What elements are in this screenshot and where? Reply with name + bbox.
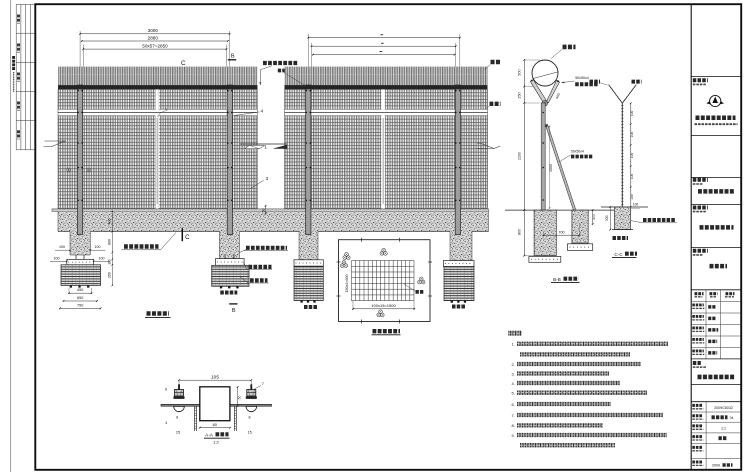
svg-text:800: 800: [517, 229, 521, 235]
svg-text:100: 100: [630, 174, 634, 180]
svg-text:250: 250: [517, 92, 521, 98]
svg-text:100: 100: [630, 111, 634, 117]
svg-text:50: 50: [238, 396, 242, 400]
svg-text:6: 6: [165, 388, 167, 392]
svg-text:300: 300: [605, 215, 609, 221]
svg-text:100: 100: [54, 256, 60, 260]
svg-text:C-C: C-C: [614, 252, 623, 257]
svg-text:B: B: [231, 54, 235, 60]
svg-text:4: 4: [165, 421, 167, 425]
svg-text:2009C6032: 2009C6032: [714, 406, 733, 410]
svg-text:5.: 5.: [512, 391, 515, 396]
svg-text:105: 105: [211, 374, 219, 380]
svg-text:100: 100: [630, 132, 634, 138]
svg-text:100: 100: [107, 259, 111, 265]
svg-text:04: 04: [730, 416, 734, 420]
svg-text:2200: 2200: [517, 152, 521, 160]
svg-text:450: 450: [555, 93, 561, 100]
svg-text:50: 50: [262, 209, 266, 213]
svg-text:100: 100: [95, 245, 101, 249]
svg-text:800: 800: [107, 239, 111, 245]
svg-text:9.: 9.: [512, 433, 515, 438]
svg-text:6.: 6.: [512, 402, 515, 407]
svg-text:1: 1: [264, 144, 267, 149]
svg-text:5: 5: [165, 107, 167, 112]
svg-text:15: 15: [176, 431, 180, 435]
svg-text:3.: 3.: [512, 371, 515, 376]
svg-text:100: 100: [99, 256, 105, 260]
svg-text:3000: 3000: [148, 28, 159, 33]
svg-text:8.: 8.: [512, 423, 515, 428]
svg-text:A-A: A-A: [205, 432, 214, 437]
svg-text:B: B: [232, 308, 236, 314]
svg-text:C: C: [185, 234, 190, 241]
svg-text:650: 650: [77, 296, 83, 300]
svg-text:750: 750: [77, 303, 83, 307]
svg-text:1:2: 1:2: [213, 439, 219, 444]
svg-text:50x57=2850: 50x57=2850: [142, 44, 168, 49]
svg-text:8: 8: [176, 416, 178, 420]
svg-text:1.: 1.: [512, 342, 515, 347]
svg-text:7.: 7.: [512, 413, 515, 418]
svg-text:100: 100: [630, 194, 634, 200]
svg-text:4.: 4.: [512, 381, 515, 386]
svg-text:400: 400: [107, 219, 111, 225]
svg-text:C: C: [181, 60, 186, 67]
svg-text:50x50x4: 50x50x4: [575, 76, 589, 80]
svg-text:2009: 2009: [712, 464, 720, 468]
svg-text:50x50x4: 50x50x4: [571, 150, 584, 154]
svg-text:15: 15: [248, 431, 252, 435]
svg-text:100: 100: [633, 203, 639, 207]
svg-text:2880: 2880: [148, 36, 159, 41]
svg-text:150x4=600: 150x4=600: [345, 275, 349, 293]
svg-text:300: 300: [592, 214, 596, 220]
svg-text:350: 350: [107, 272, 111, 278]
svg-text:3: 3: [266, 176, 269, 181]
svg-text:1500: 1500: [549, 164, 553, 172]
svg-text:4: 4: [261, 109, 264, 114]
svg-text:1:1: 1:1: [721, 427, 726, 431]
svg-text:100: 100: [630, 153, 634, 159]
svg-text:2.: 2.: [512, 362, 515, 367]
svg-text:700: 700: [558, 230, 564, 234]
svg-text:100: 100: [59, 245, 65, 249]
svg-text:500: 500: [517, 69, 521, 75]
svg-text:8: 8: [249, 416, 251, 420]
svg-text:B-B: B-B: [553, 277, 561, 282]
svg-text:450: 450: [77, 288, 83, 292]
svg-text:100x15=1500: 100x15=1500: [371, 303, 396, 308]
svg-text:7: 7: [262, 381, 265, 386]
svg-text:60: 60: [213, 422, 218, 427]
